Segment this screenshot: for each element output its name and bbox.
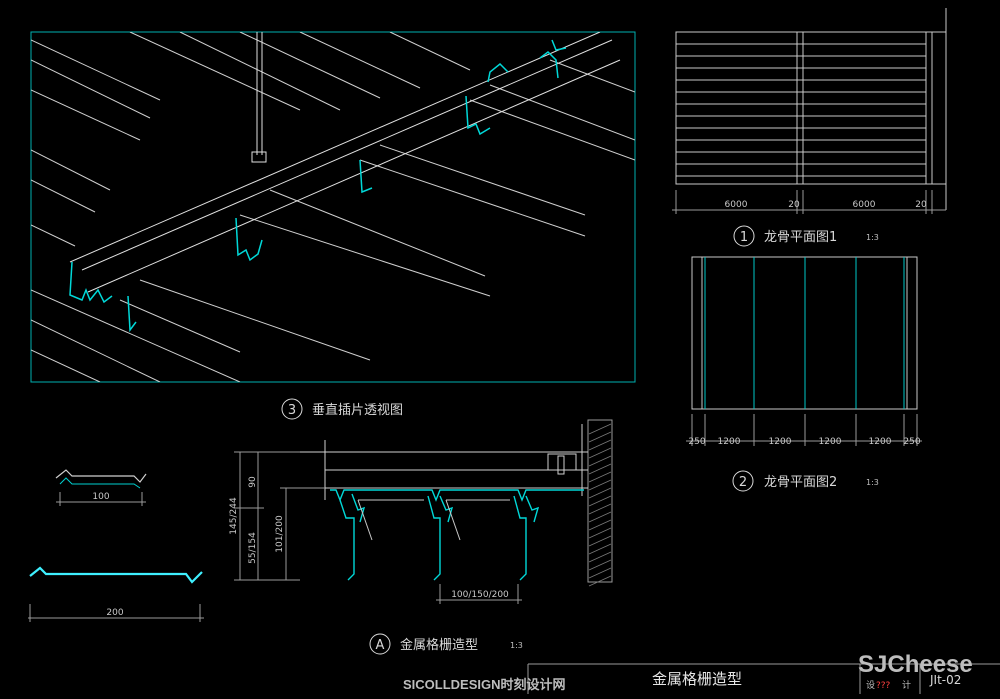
wall-hatch-line (588, 567, 612, 579)
wall-hatch (587, 419, 613, 583)
wall-hatch-line (588, 543, 612, 555)
plan2-dim-3: 1200 (769, 437, 792, 447)
section-dim-spacing: 100/150/200 (451, 590, 509, 600)
perspective-frame (30, 31, 636, 383)
plan2-number: 2 (739, 475, 747, 490)
wall-hatch-line (588, 535, 612, 547)
perspective-clips (69, 39, 567, 333)
wall-hatch-line (588, 511, 612, 523)
plan2-dimension-line (686, 414, 922, 446)
plan2-dim-5: 1200 (869, 437, 892, 447)
section-scale: 1:3 (510, 641, 523, 650)
wall-hatch-line (588, 503, 612, 515)
section-title: A 金属格栅造型 1:3 (369, 633, 523, 655)
wall-hatch-line (588, 479, 612, 491)
plan1-dim-1: 6000 (725, 200, 748, 210)
plan1-number: 1 (740, 230, 748, 245)
plan2-dim-2: 1200 (718, 437, 741, 447)
profile-large: 200 (28, 566, 204, 622)
plan2-title: 2 龙骨平面图2 1:3 (732, 470, 879, 492)
perspective-slats (31, 32, 635, 382)
wall-hatch-line (588, 423, 612, 435)
watermark-left: SICOLLDESIGN时刻设计网 (403, 677, 566, 692)
plan2-dim-6: 250 (903, 437, 920, 447)
plan1-title: 1 龙骨平面图1 1:3 (733, 225, 879, 247)
wall-hatch-line (588, 527, 612, 539)
plan2-view: 250 1200 1200 1200 1200 250 2 龙骨平面图2 1:3 (686, 256, 922, 492)
profile-small: 100 (55, 469, 147, 506)
wall-hatch-line (588, 431, 612, 443)
title-block-cell-2: ??? (876, 681, 891, 691)
plan1-scale: 1:3 (866, 233, 879, 242)
wall-hatch-line (588, 455, 612, 467)
plan1-view: 6000 20 6000 20 1 龙骨平面图1 1:3 (672, 8, 947, 247)
section-blades (330, 489, 584, 581)
perspective-number: 3 (288, 403, 296, 418)
watermark-right: SJCheese (858, 651, 973, 678)
profile-large-dim: 200 (106, 608, 123, 618)
plan1-dim-4: 20 (915, 200, 927, 210)
title-block-sheet-no: JIt-02 (929, 673, 961, 687)
wall-hatch-line (588, 463, 612, 475)
wall-hatch-line (588, 471, 612, 483)
wall-hatch-line (588, 487, 612, 499)
perspective-title-text: 垂直插片透视图 (312, 403, 403, 418)
plan2-scale: 1:3 (866, 478, 879, 487)
title-block-cell-1: 设 (866, 680, 875, 691)
wall-hatch-line (588, 495, 612, 507)
section-dim-height-2: 90 (248, 476, 258, 488)
plan2-keels (704, 257, 905, 409)
plan2-dim-4: 1200 (819, 437, 842, 447)
perspective-title: 3 垂直插片透视图 (281, 398, 403, 420)
title-block-cell-3: 计 (902, 679, 911, 691)
wall-hatch-line (588, 575, 612, 587)
title-block: 金属格栅造型 设 ??? 计 JIt-02 (527, 663, 1000, 694)
plan1-title-text: 龙骨平面图1 (764, 230, 837, 245)
section-dim-height-1: 145/244 (229, 497, 239, 535)
section-title-text: 金属格栅造型 (400, 637, 478, 653)
wall-hatch-line (588, 519, 612, 531)
plan1-dim-2: 20 (788, 200, 800, 210)
plan2-title-text: 龙骨平面图2 (764, 475, 837, 490)
wall-hatch-line (588, 551, 612, 563)
wall-hatch-line (588, 439, 612, 451)
title-block-drawing-title: 金属格栅造型 (652, 670, 742, 688)
plan1-dim-3: 6000 (853, 200, 876, 210)
section-dim-height-3: 55/154 (248, 532, 258, 564)
profile-small-dim: 100 (92, 492, 109, 502)
wall-hatch-line (588, 447, 612, 459)
plan1-slats (676, 43, 926, 177)
section-a-view: 145/244 90 55/154 101/200 100/150/200 A … (229, 419, 613, 655)
plan2-dim-1: 250 (688, 437, 705, 447)
section-number: A (376, 638, 385, 653)
perspective-view: 3 垂直插片透视图 (30, 31, 636, 420)
plan1-dimension-line (672, 190, 946, 214)
wall-hatch-line (588, 559, 612, 571)
section-dim-height-4: 101/200 (275, 515, 285, 553)
